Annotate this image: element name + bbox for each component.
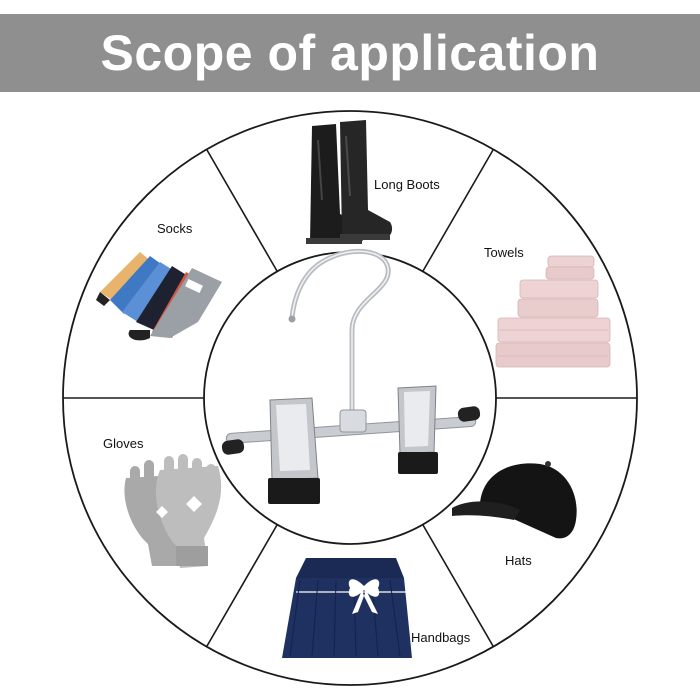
towels-illustration — [495, 255, 611, 368]
gloves-illustration — [124, 454, 222, 568]
label-handbags: Handbags — [411, 630, 471, 645]
label-gloves: Gloves — [103, 436, 144, 451]
label-towels: Towels — [484, 245, 524, 260]
socks-illustration — [96, 252, 222, 341]
divider-bottom-right — [422, 524, 494, 647]
divider-bottom-left — [206, 524, 278, 647]
hanger-illustration — [221, 248, 481, 504]
divider-top-right — [422, 149, 494, 272]
skirt-illustration — [282, 558, 412, 658]
label-socks: Socks — [157, 221, 193, 236]
divider-top-left — [206, 149, 278, 272]
title-banner: Scope of application — [0, 14, 700, 92]
page-title: Scope of application — [100, 25, 600, 81]
long-boots-illustration — [306, 120, 393, 244]
label-long-boots: Long Boots — [374, 177, 440, 192]
label-hats: Hats — [505, 553, 532, 568]
hat-illustration — [452, 461, 577, 539]
